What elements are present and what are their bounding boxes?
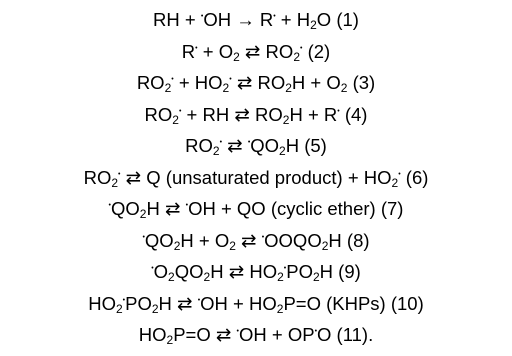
reaction-9: •O2QO2H ⇄ HO2•PO2H (9) (151, 261, 361, 284)
reaction-10: HO2•PO2H ⇄ •OH + HO2P=O (KHPs) (10) (88, 292, 424, 316)
reaction-2: R• + O2 ⇄ RO2• (2) (181, 40, 331, 64)
reaction-4: RO2• + RH ⇄ RO2H + R• (4) (144, 103, 368, 127)
reaction-1: RH + •OH → R• + H2O (1) (153, 9, 359, 32)
reaction-7: •QO2H ⇄ •OH + QO (cyclic ether) (7) (108, 198, 404, 221)
reaction-5: RO2• ⇄ •QO2H (5) (185, 135, 327, 158)
reaction-6: RO2• ⇄ Q (unsaturated product) + HO2• (6… (83, 166, 429, 190)
reaction-3: RO2• + HO2• ⇄ RO2H + O2 (3) (136, 72, 376, 95)
reaction-8: •QO2H + O2 ⇄ •OOQO2H (8) (142, 229, 370, 253)
reaction-11: HO2P=O ⇄ •OH + OP•O (11). (138, 324, 374, 347)
